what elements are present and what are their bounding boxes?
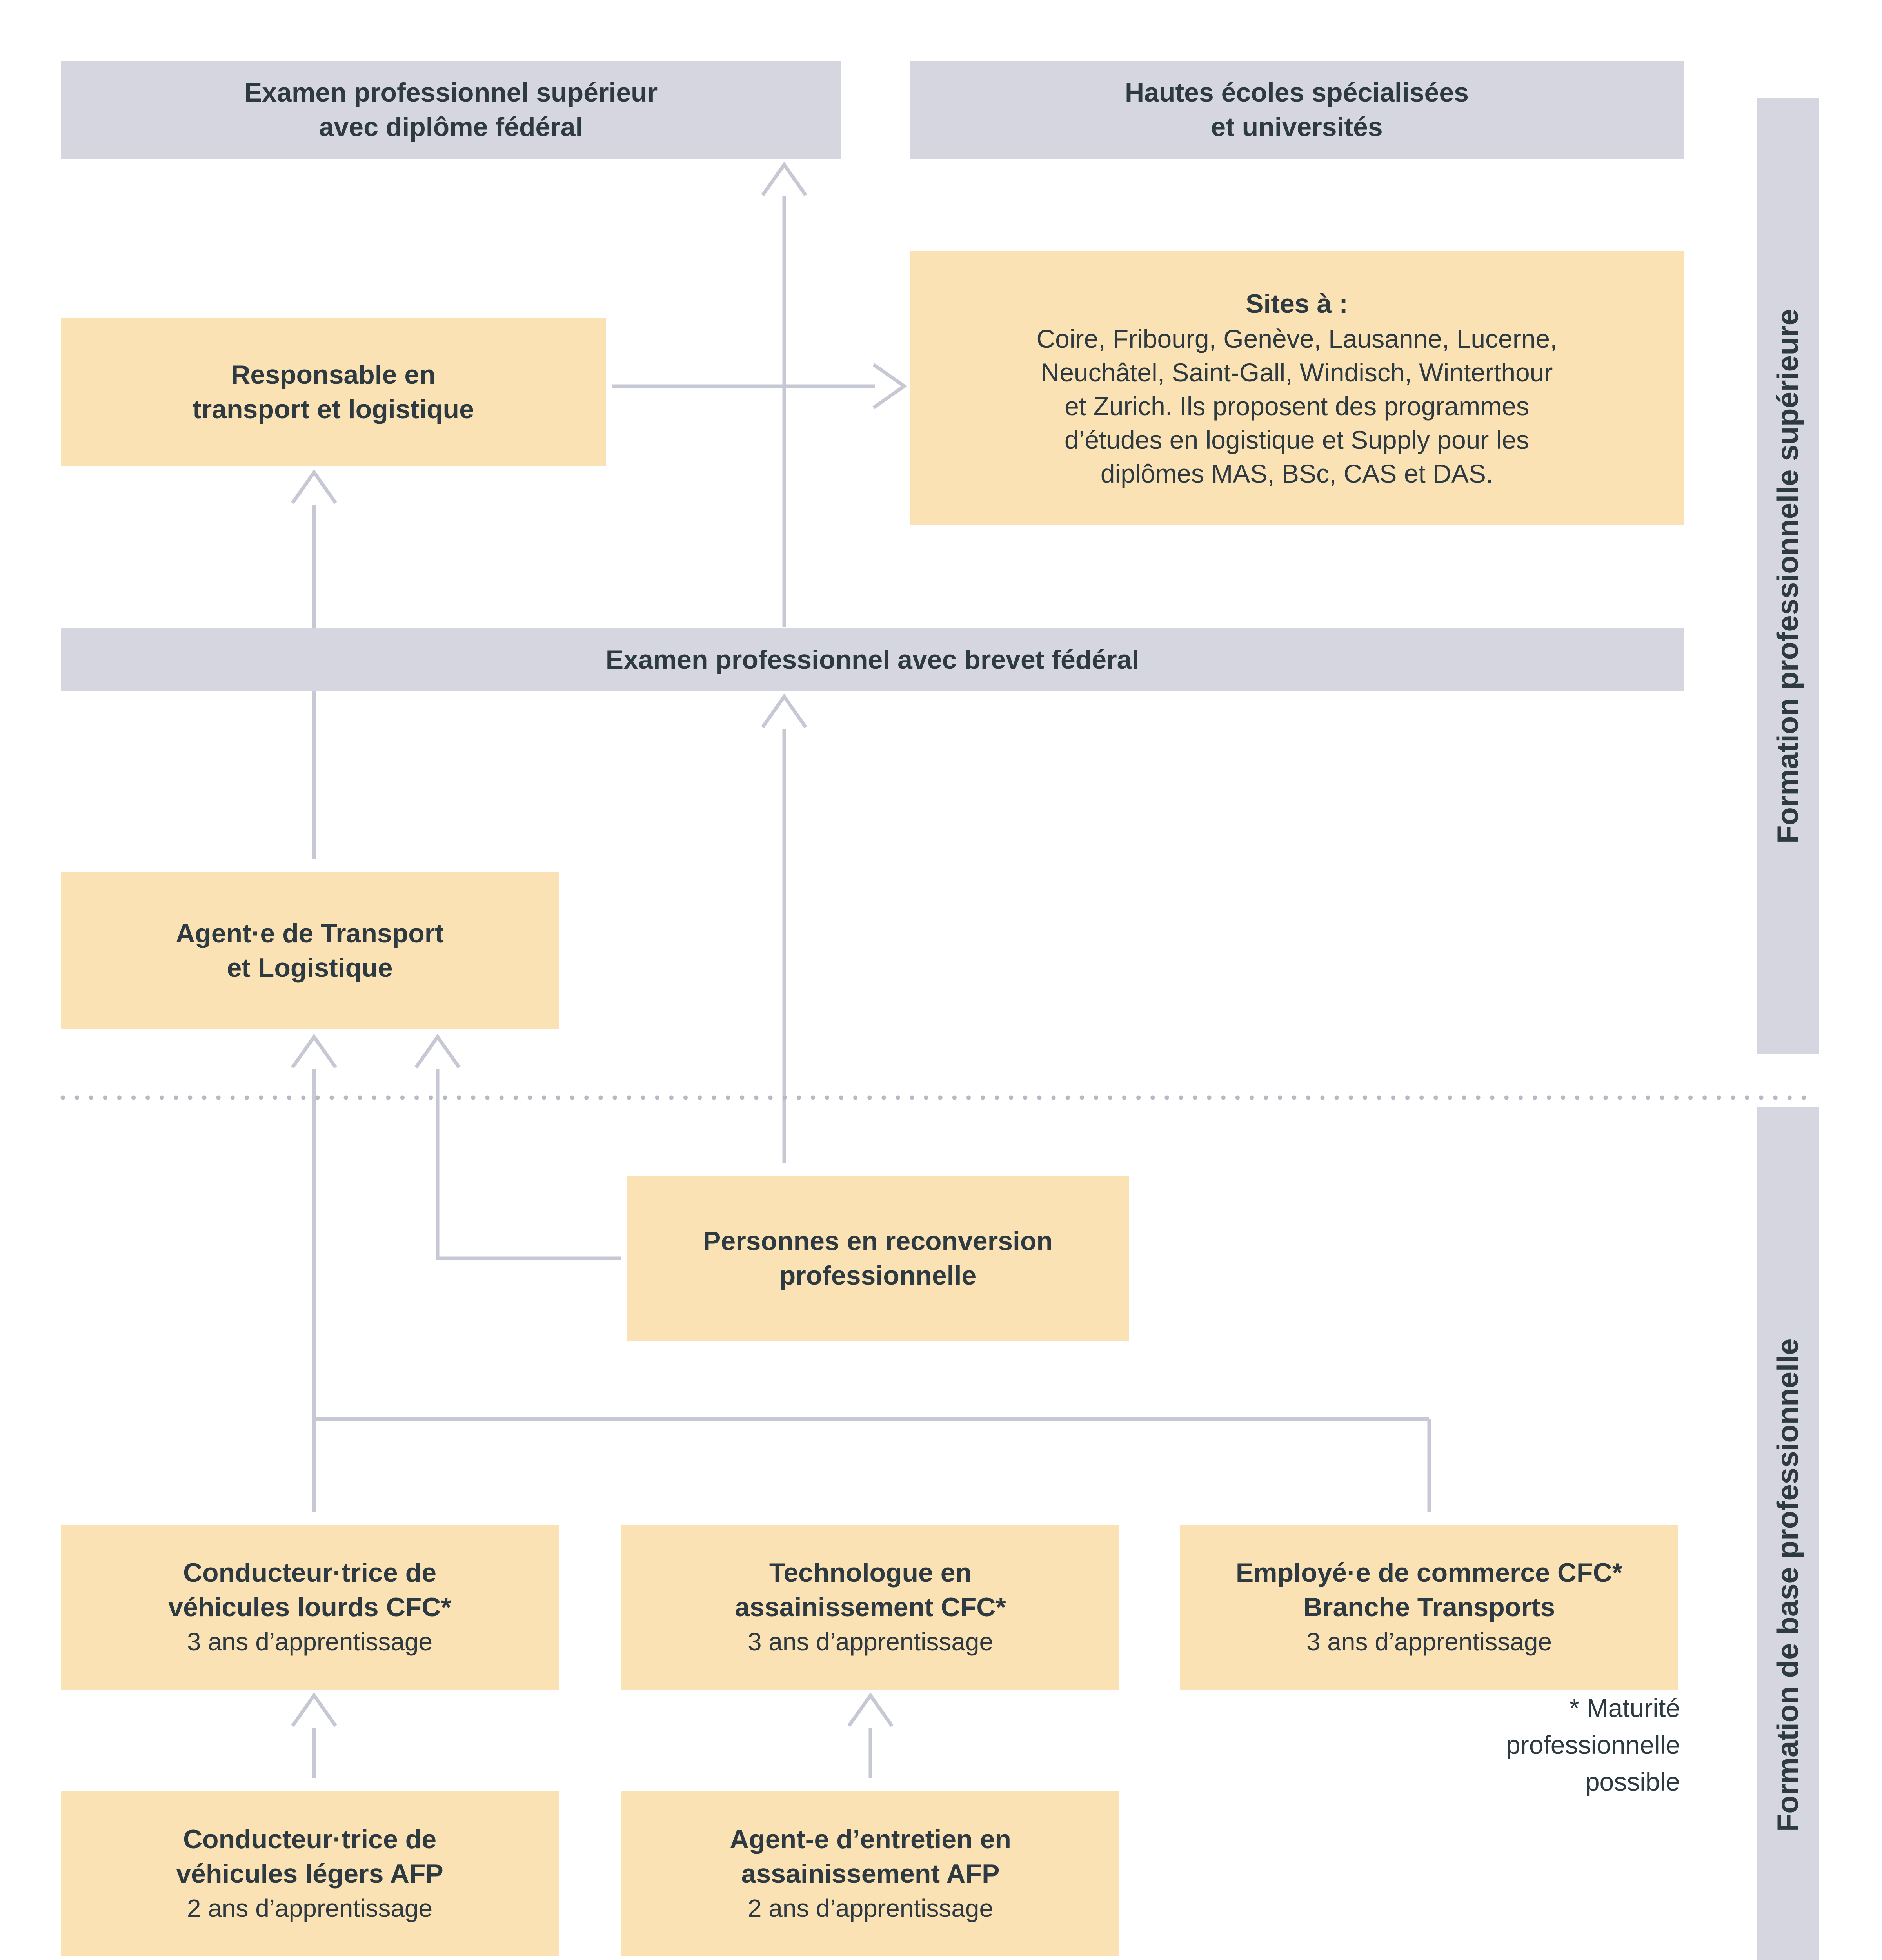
arrowhead-right-icon xyxy=(872,363,907,409)
box-agent-transport-logistique: Agent·e de Transport et Logistique xyxy=(61,872,559,1029)
box-duration: 2 ans d’apprentissage xyxy=(747,1894,994,1922)
box-title-line: et Logistique xyxy=(227,953,393,983)
note-line: professionnelle xyxy=(1506,1730,1680,1759)
box-duration: 2 ans d’apprentissage xyxy=(187,1894,433,1922)
maturite-note: * Maturité professionnelle possible xyxy=(1210,1690,1680,1800)
arrowhead-up-icon xyxy=(761,693,807,728)
sites-body-line: Coire, Fribourg, Genève, Lausanne, Lucer… xyxy=(1036,324,1557,353)
sites-body-line: d’études en logistique et Supply pour le… xyxy=(1064,425,1530,454)
arrowhead-up-icon xyxy=(414,1034,461,1069)
box-title-line: Agent·e de Transport xyxy=(176,918,444,948)
sites-title: Sites à : xyxy=(1246,289,1348,319)
box-title-line: Responsable en xyxy=(231,360,436,390)
arrowhead-up-icon xyxy=(847,1692,894,1727)
box-title-line: véhicules lourds CFC* xyxy=(168,1592,451,1622)
box-title-line: Employé·e de commerce CFC* xyxy=(1235,1558,1623,1588)
box-title-line: Agent-e d’entretien en xyxy=(730,1824,1011,1854)
box-title-line: Conducteur·trice de xyxy=(183,1558,437,1588)
box-title-line: Personnes en reconversion xyxy=(703,1226,1053,1256)
box-sites: Sites à : Coire, Fribourg, Genève, Lausa… xyxy=(910,251,1684,525)
box-title-line: Technologue en xyxy=(769,1558,972,1588)
sites-body-line: diplômes MAS, BSc, CAS et DAS. xyxy=(1100,459,1493,488)
bar-label: Examen professionnel avec brevet fédéral xyxy=(605,645,1139,675)
arrowhead-up-icon xyxy=(291,469,337,504)
box-title-line: transport et logistique xyxy=(193,394,474,424)
box-duration: 3 ans d’apprentissage xyxy=(187,1628,433,1656)
box-title-line: véhicules légers AFP xyxy=(176,1859,443,1889)
arrowhead-up-icon xyxy=(761,162,807,196)
box-title-line: Conducteur·trice de xyxy=(183,1824,437,1854)
box-title-line: Branche Transports xyxy=(1303,1592,1555,1622)
box-cfc-technologue-assainissement: Technologue en assainissement CFC* 3 ans… xyxy=(621,1525,1119,1690)
box-hautes-ecoles: Hautes écoles spécialisées et université… xyxy=(910,61,1684,159)
box-title-line: avec diplôme fédéral xyxy=(319,112,583,142)
box-title-line: Hautes écoles spécialisées xyxy=(1125,78,1469,107)
box-afp-agent-entretien: Agent-e d’entretien en assainissement AF… xyxy=(621,1791,1119,1956)
box-title-line: assainissement AFP xyxy=(741,1859,1000,1889)
line-personnes-elbow-to-agent xyxy=(436,1069,621,1260)
bar-examen-brevet-federal: Examen professionnel avec brevet fédéral xyxy=(61,628,1684,691)
box-personnes-reconversion: Personnes en reconversion professionnell… xyxy=(627,1176,1129,1341)
sites-body-line: et Zurich. Ils proposent des programmes xyxy=(1065,392,1529,421)
box-title-line: professionnelle xyxy=(779,1261,977,1290)
box-title-line: assainissement CFC* xyxy=(735,1592,1006,1622)
box-duration: 3 ans d’apprentissage xyxy=(1306,1628,1552,1656)
note-line: * Maturité xyxy=(1569,1693,1680,1722)
box-examen-professionnel-superieur: Examen professionnel supérieur avec dipl… xyxy=(61,61,841,159)
box-title-line: Examen professionnel supérieur xyxy=(244,78,658,107)
arrowhead-up-icon xyxy=(291,1034,337,1069)
side-label-formation-base: Formation de base professionnelle xyxy=(1757,1107,1819,1960)
box-title-line: et universités xyxy=(1211,112,1383,142)
box-cfc-employe-commerce: Employé·e de commerce CFC* Branche Trans… xyxy=(1180,1525,1678,1690)
box-cfc-conducteur-lourds: Conducteur·trice de véhicules lourds CFC… xyxy=(61,1525,559,1690)
sites-body-line: Neuchâtel, Saint-Gall, Windisch, Wintert… xyxy=(1041,358,1553,387)
note-line: possible xyxy=(1585,1767,1680,1796)
box-duration: 3 ans d’apprentissage xyxy=(747,1628,994,1656)
arrowhead-up-icon xyxy=(291,1692,337,1727)
side-label-text: Formation de base professionnelle xyxy=(1771,1338,1805,1832)
box-responsable-transport-logistique: Responsable en transport et logistique xyxy=(61,318,606,466)
box-afp-conducteur-legers: Conducteur·trice de véhicules légers AFP… xyxy=(61,1791,559,1956)
side-label-text: Formation professionnelle supérieure xyxy=(1771,309,1805,844)
side-label-formation-superieure: Formation professionnelle supérieure xyxy=(1757,98,1819,1054)
